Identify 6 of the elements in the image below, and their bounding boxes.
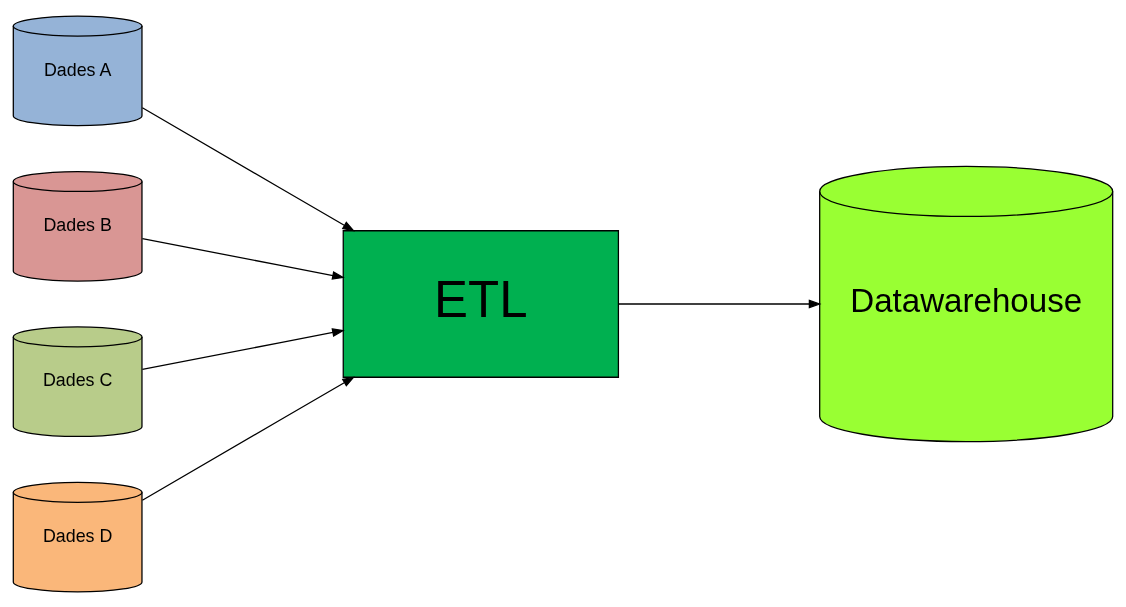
arrow: [141, 106, 355, 232]
arrow: [141, 375, 355, 501]
arrow: [141, 237, 345, 280]
node-box: ETL: [342, 229, 620, 378]
arrow: [617, 299, 822, 308]
arrow: [141, 327, 345, 370]
